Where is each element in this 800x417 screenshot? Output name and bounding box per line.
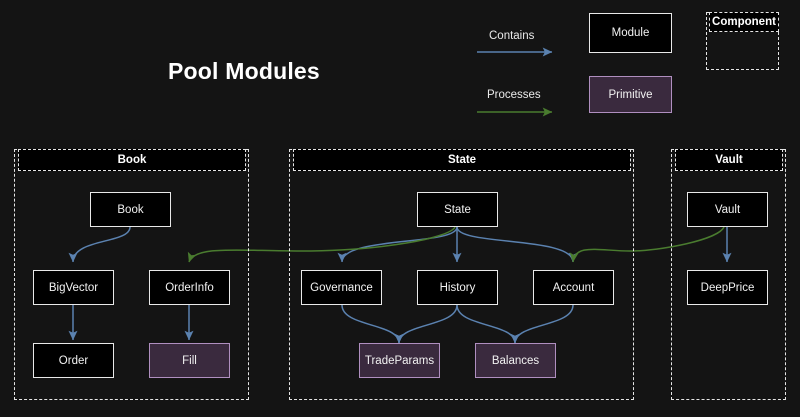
node-book-label: Book	[117, 203, 144, 216]
group-book-label: Book	[117, 154, 147, 166]
node-order[interactable]: Order	[33, 343, 114, 378]
page-title: Pool Modules	[168, 58, 320, 84]
node-order-label: Order	[58, 354, 89, 367]
node-bigvector-label: BigVector	[48, 281, 99, 294]
legend-module-box: Module	[589, 13, 672, 53]
group-book-header: Book	[18, 149, 246, 171]
node-governance[interactable]: Governance	[301, 270, 382, 305]
node-vault-label: Vault	[714, 203, 741, 216]
legend-contains-label: Contains	[489, 30, 535, 42]
node-governance-label: Governance	[310, 281, 373, 294]
node-tradeparams-label: TradeParams	[364, 354, 435, 367]
group-state-header: State	[293, 149, 631, 171]
node-fill[interactable]: Fill	[149, 343, 230, 378]
node-state-label: State	[444, 203, 471, 216]
group-vault-label: Vault	[715, 154, 743, 166]
node-fill-label: Fill	[182, 354, 197, 367]
node-state[interactable]: State	[417, 192, 498, 227]
node-vault[interactable]: Vault	[687, 192, 768, 227]
legend-primitive-label: Primitive	[608, 88, 653, 101]
node-tradeparams[interactable]: TradeParams	[359, 343, 440, 378]
group-vault-header: Vault	[675, 149, 783, 171]
node-deepprice-label: DeepPrice	[700, 281, 755, 294]
legend-primitive-box: Primitive	[589, 76, 672, 113]
group-state-label: State	[447, 154, 477, 166]
legend-module-label: Module	[611, 27, 650, 39]
node-orderinfo[interactable]: OrderInfo	[149, 270, 230, 305]
legend-component-header: Component	[709, 12, 779, 32]
node-book[interactable]: Book	[90, 192, 171, 227]
node-history-label: History	[439, 281, 476, 294]
node-account-label: Account	[552, 281, 595, 294]
node-balances[interactable]: Balances	[475, 343, 556, 378]
node-bigvector[interactable]: BigVector	[33, 270, 114, 305]
node-deepprice[interactable]: DeepPrice	[687, 270, 768, 305]
node-account[interactable]: Account	[533, 270, 614, 305]
legend-arrows	[477, 47, 553, 117]
legend-component-label: Component	[712, 16, 776, 28]
node-history[interactable]: History	[417, 270, 498, 305]
legend-processes-label: Processes	[487, 89, 541, 101]
node-balances-label: Balances	[491, 354, 540, 367]
node-orderinfo-label: OrderInfo	[165, 281, 214, 294]
